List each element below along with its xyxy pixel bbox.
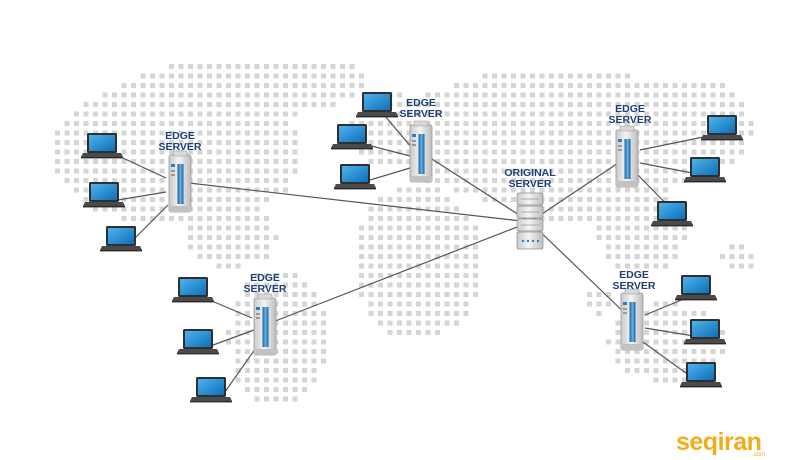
edge-server-icon	[409, 120, 433, 183]
laptop-icon	[172, 277, 214, 303]
edge-server-label-line2: SERVER	[608, 114, 652, 126]
laptop-icon	[331, 124, 373, 150]
edge-server-label-line2: SERVER	[243, 283, 287, 295]
laptop-icon	[100, 226, 142, 252]
laptop-icon	[334, 164, 376, 190]
edge-server-label-line1: EDGE	[619, 269, 649, 281]
edge-server-label-top: EDGE SERVER	[396, 98, 446, 120]
brand-logo-suffix: .com	[752, 452, 766, 458]
server-link	[529, 156, 628, 223]
server-link	[179, 181, 531, 223]
edge-server-label-bottom: EDGE SERVER	[240, 273, 290, 295]
origin-server-label: ORIGINAL SERVER	[500, 168, 560, 190]
network-links	[179, 151, 633, 326]
laptop-icon	[177, 329, 219, 355]
laptop-icon	[684, 319, 726, 345]
brand-logo: seqiran	[676, 428, 762, 456]
laptop-icon	[81, 133, 123, 159]
laptop-icon	[701, 115, 743, 141]
laptop-icon	[680, 362, 722, 388]
server-link	[529, 221, 633, 321]
laptop-icon	[356, 92, 398, 118]
edge-server-icon	[168, 150, 192, 213]
server-link	[264, 221, 531, 326]
edge-server-label-left: EDGE SERVER	[155, 131, 205, 153]
laptop-icon	[190, 377, 232, 403]
edge-server-label-line2: SERVER	[612, 280, 656, 292]
edge-server-label-line1: EDGE	[406, 97, 436, 109]
edge-server-label-right-top: EDGE SERVER	[605, 104, 655, 126]
edge-server-icon	[253, 293, 277, 356]
edge-server-label-line2: SERVER	[158, 141, 202, 153]
edge-server-label-line2: SERVER	[399, 108, 443, 120]
laptop-icon	[675, 275, 717, 301]
edge-server-label-line1: EDGE	[615, 103, 645, 115]
edge-server-icon	[615, 125, 639, 188]
laptop-icon	[684, 157, 726, 183]
edge-server-label-line1: EDGE	[165, 130, 195, 142]
edge-server-label-right-bottom: EDGE SERVER	[609, 270, 659, 292]
laptop-icon	[651, 201, 693, 227]
origin-server-label-line2: SERVER	[508, 178, 552, 190]
edge-server-label-line1: EDGE	[250, 272, 280, 284]
origin-server-label-line1: ORIGINAL	[504, 167, 556, 179]
laptop-icon	[83, 182, 125, 208]
origin-server-icon	[516, 192, 544, 250]
edge-server-icon	[620, 288, 644, 351]
server-link	[420, 151, 531, 223]
